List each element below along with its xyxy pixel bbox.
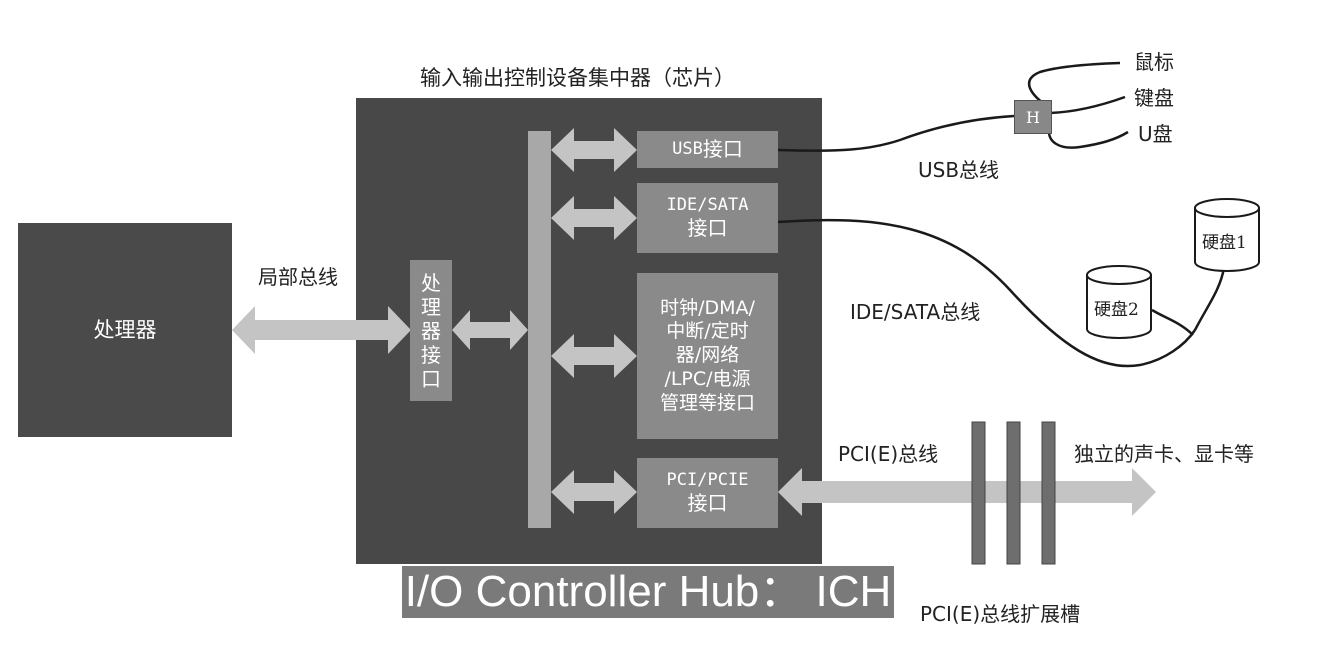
local-bus-arrow — [232, 306, 411, 354]
expansion-slot — [1041, 421, 1056, 565]
cards-label: 独立的声卡、显卡等 — [1074, 442, 1254, 466]
ide-branch-disk1 — [1193, 267, 1226, 331]
expansion-slot — [971, 421, 986, 565]
disk-1-label: 硬盘1 — [1202, 233, 1247, 253]
misc-line: 中断/定时 — [666, 320, 749, 343]
ide-branch-disk2 — [1151, 308, 1194, 336]
pi-char: 理 — [421, 294, 441, 319]
misc-line: 器/网络 — [675, 344, 740, 367]
usb-interface-suffix: 接口 — [702, 137, 743, 161]
disk-1-cylinder — [1194, 198, 1260, 272]
ide-interface-line2: 接口 — [687, 216, 728, 241]
ich-caption: I/O Controller Hub： ICH — [402, 566, 894, 618]
pci-interface-line1: PCI/PCIE — [666, 469, 749, 490]
pi-char: 处 — [421, 270, 441, 295]
internal-bus — [528, 131, 551, 528]
misc-line: /LPC/电源 — [664, 367, 751, 390]
pci-interface: PCI/PCIE 接口 — [637, 458, 778, 528]
pi-char: 接 — [421, 342, 441, 367]
slots-label: PCI(E)总线扩展槽 — [920, 602, 1081, 626]
misc-interface: 时钟/DMA/ 中断/定时 器/网络 /LPC/电源 管理等接口 — [637, 273, 778, 439]
expansion-slot — [1006, 421, 1021, 565]
pci-bus-arrow — [778, 468, 1156, 516]
usb-bus-wire — [777, 114, 1015, 152]
ide-interface-line1: IDE/SATA — [666, 194, 749, 215]
pci-interface-line2: 接口 — [687, 491, 728, 516]
pci-bus-label: PCI(E)总线 — [838, 442, 939, 466]
processor-interface: 处 理 器 接 口 — [410, 260, 452, 401]
ide-arrow — [551, 196, 637, 240]
ide-interface: IDE/SATA 接口 — [637, 183, 778, 253]
usb-branch-udisk — [1047, 125, 1129, 149]
misc-line: 时钟/DMA/ — [660, 296, 755, 319]
local-bus-label: 局部总线 — [258, 265, 338, 289]
usb-bus-label: USB总线 — [918, 158, 1000, 182]
processor-box: 处理器 — [18, 223, 232, 437]
pi-char: 口 — [421, 366, 441, 391]
device-keyboard-label: 键盘 — [1134, 86, 1174, 110]
misc-arrow — [551, 334, 637, 378]
usb-branch-mouse — [1027, 61, 1121, 110]
disk-2-cylinder — [1086, 265, 1152, 339]
ide-bus-wire — [777, 218, 1197, 368]
disk-2-label: 硬盘2 — [1094, 300, 1139, 320]
usb-hub-node: H — [1014, 100, 1052, 134]
usb-arrow — [551, 128, 637, 172]
device-udisk-label: U盘 — [1138, 122, 1173, 146]
device-mouse-label: 鼠标 — [1134, 50, 1174, 74]
pi-bus-arrow — [452, 310, 528, 350]
hub-title: 输入输出控制设备集中器（芯片） — [420, 66, 735, 90]
pci-arrow — [551, 470, 637, 514]
usb-interface-prefix: USB — [672, 138, 703, 159]
ide-bus-label: IDE/SATA总线 — [850, 300, 981, 324]
usb-branch-keyboard — [1049, 95, 1126, 115]
pi-char: 器 — [421, 318, 441, 343]
misc-line: 管理等接口 — [659, 391, 755, 414]
